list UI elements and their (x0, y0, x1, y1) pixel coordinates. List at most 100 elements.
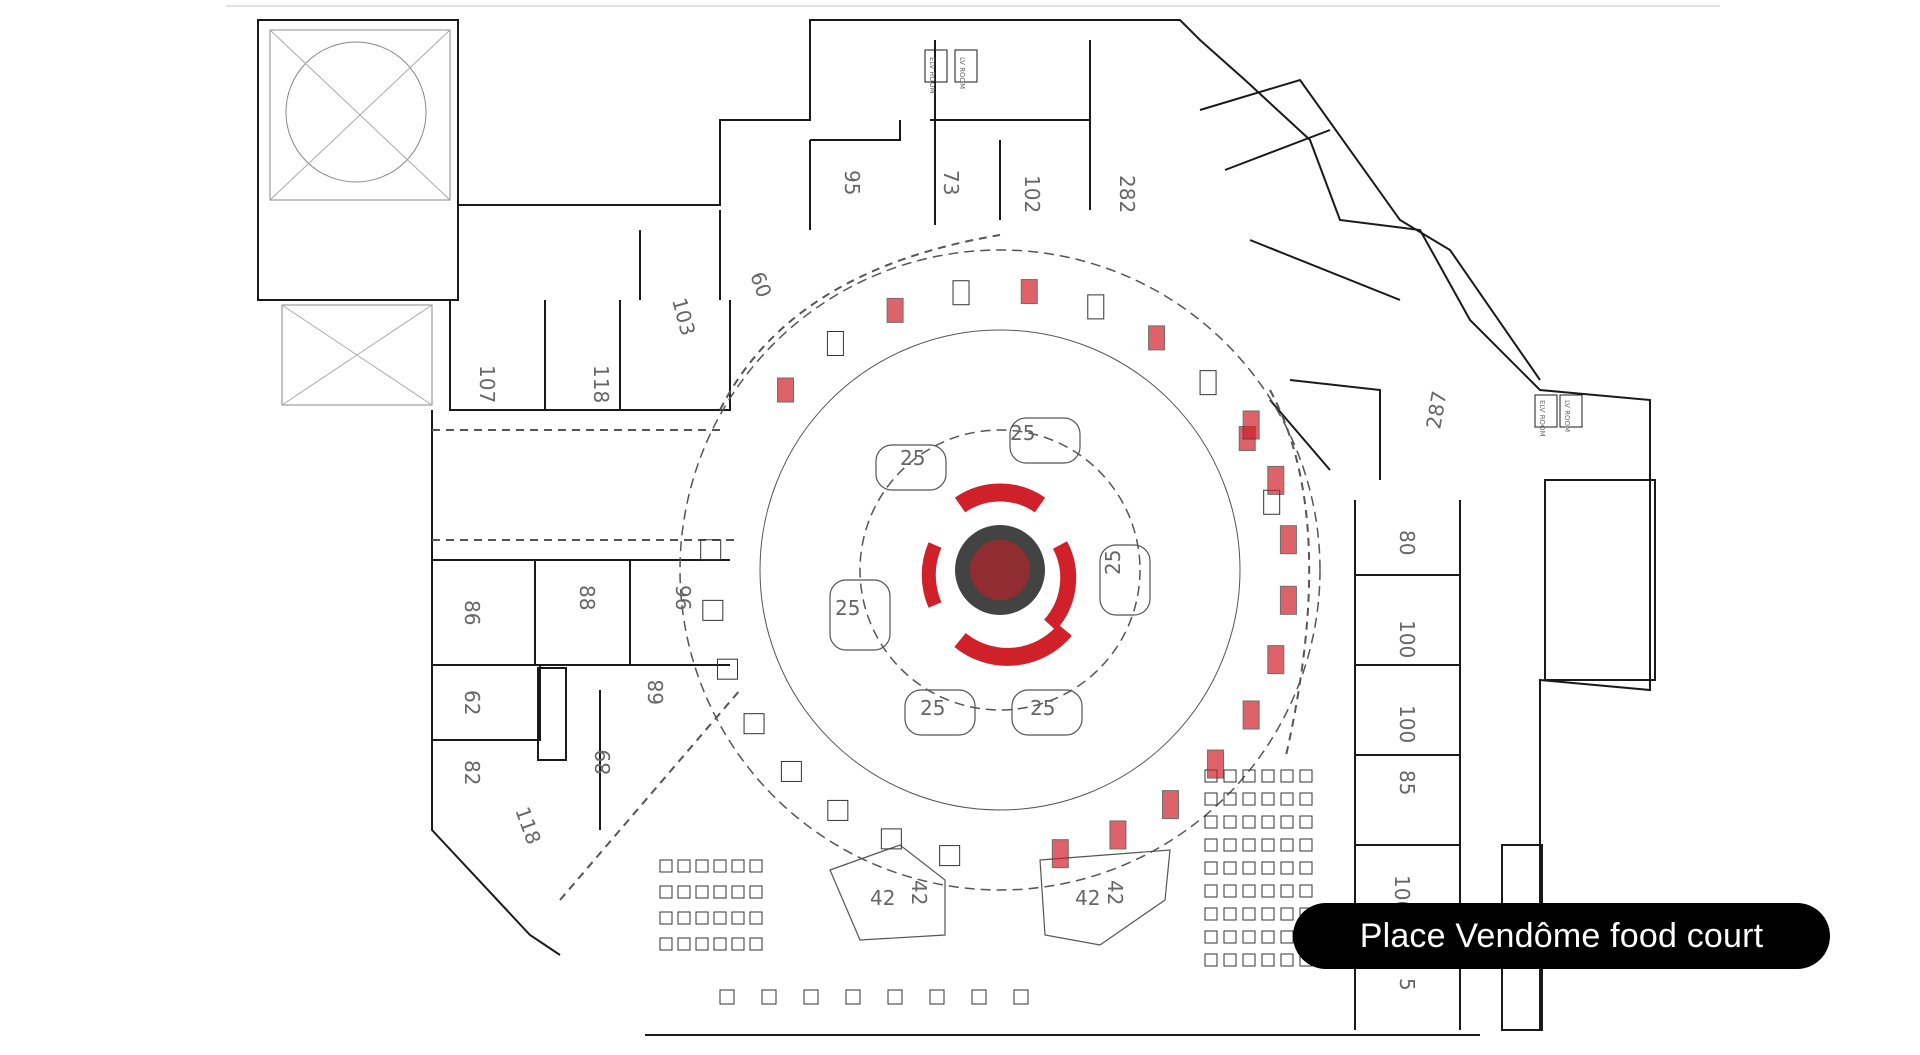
table (695, 859, 709, 873)
unit-label: 282 (1115, 175, 1139, 213)
table (695, 885, 709, 899)
table (1280, 838, 1294, 852)
table (1109, 820, 1127, 850)
table (1242, 861, 1256, 875)
table (1261, 838, 1275, 852)
table (677, 911, 691, 925)
unit-label: 118 (510, 804, 546, 848)
table (1223, 861, 1237, 875)
table (1223, 907, 1237, 921)
table (1148, 325, 1166, 351)
table (971, 989, 987, 1005)
table (1223, 769, 1237, 783)
unit-label: 89 (591, 750, 615, 775)
table (713, 937, 727, 951)
table (1261, 907, 1275, 921)
unit-label: 96 (671, 585, 695, 610)
table (1299, 769, 1313, 783)
table (1242, 815, 1256, 829)
table (1261, 769, 1275, 783)
table (1223, 884, 1237, 898)
table (1299, 815, 1313, 829)
table (659, 859, 673, 873)
table (1280, 953, 1294, 967)
table (1279, 525, 1297, 555)
table (719, 989, 735, 1005)
table (659, 911, 673, 925)
table (659, 937, 673, 951)
table (1242, 907, 1256, 921)
table (1261, 884, 1275, 898)
table (1261, 815, 1275, 829)
unit-label: 80 (1395, 530, 1419, 555)
table (695, 911, 709, 925)
unit-label: 88 (575, 585, 599, 610)
island-label: 25 (1101, 550, 1125, 575)
table (1299, 838, 1313, 852)
table (1280, 769, 1294, 783)
table (749, 885, 763, 899)
table (695, 937, 709, 951)
table (713, 885, 727, 899)
table (1280, 884, 1294, 898)
seating-tables (659, 279, 1313, 1005)
table (1267, 645, 1285, 675)
table (713, 911, 727, 925)
room-label: LV ROOM (958, 57, 966, 89)
table (952, 280, 970, 306)
unit-label: 103 (667, 295, 700, 338)
table (731, 885, 745, 899)
room-label: ELV ROOM (928, 57, 936, 94)
table (761, 989, 777, 1005)
table (1279, 585, 1297, 615)
unit-label: 5 (1395, 978, 1419, 991)
island-label: 25 (1010, 421, 1035, 445)
table (700, 539, 722, 561)
service-rooms: ELV ROOM LV ROOM ELV ROOM LV ROOM (924, 49, 1583, 437)
table (1242, 700, 1260, 730)
unit-label: 102 (1020, 175, 1044, 213)
table (1204, 838, 1218, 852)
table (743, 713, 765, 735)
table (1261, 953, 1275, 967)
table (1242, 884, 1256, 898)
caption-label: Place Vendôme food court (1293, 903, 1830, 969)
table (780, 760, 802, 782)
court-decor (921, 483, 1077, 666)
room-label: ELV ROOM (1538, 400, 1546, 437)
island-label: 25 (900, 446, 925, 470)
table (1261, 792, 1275, 806)
island-label: 25 (1030, 696, 1055, 720)
table (827, 799, 849, 821)
table (1020, 279, 1038, 305)
table (1261, 861, 1275, 875)
unit-label: 100 (1395, 620, 1419, 658)
unit-label: 68 (644, 680, 668, 705)
table (1051, 839, 1069, 869)
table (1299, 884, 1313, 898)
unit-label: 62 (460, 690, 484, 715)
table (716, 658, 738, 680)
table (939, 845, 961, 867)
table (1087, 294, 1105, 320)
unit-label: 287 (1421, 389, 1451, 431)
island-label: 25 (835, 596, 860, 620)
unit-label: 85 (1395, 770, 1419, 795)
table (677, 859, 691, 873)
unit-label: 60 (745, 269, 776, 301)
unit-label: 100 (1395, 705, 1419, 743)
table (1204, 930, 1218, 944)
table (929, 989, 945, 1005)
table (1204, 953, 1218, 967)
table (1204, 907, 1218, 921)
table (886, 297, 904, 323)
table (1242, 410, 1260, 440)
unit-labels: 95 73 102 282 60 103 107 118 287 80 100 … (460, 170, 1452, 991)
unit-label: 107 (475, 365, 499, 403)
table (1242, 930, 1256, 944)
table (1204, 884, 1218, 898)
unit-label: 82 (460, 760, 484, 785)
unit-label: 118 (589, 365, 613, 403)
table (677, 937, 691, 951)
